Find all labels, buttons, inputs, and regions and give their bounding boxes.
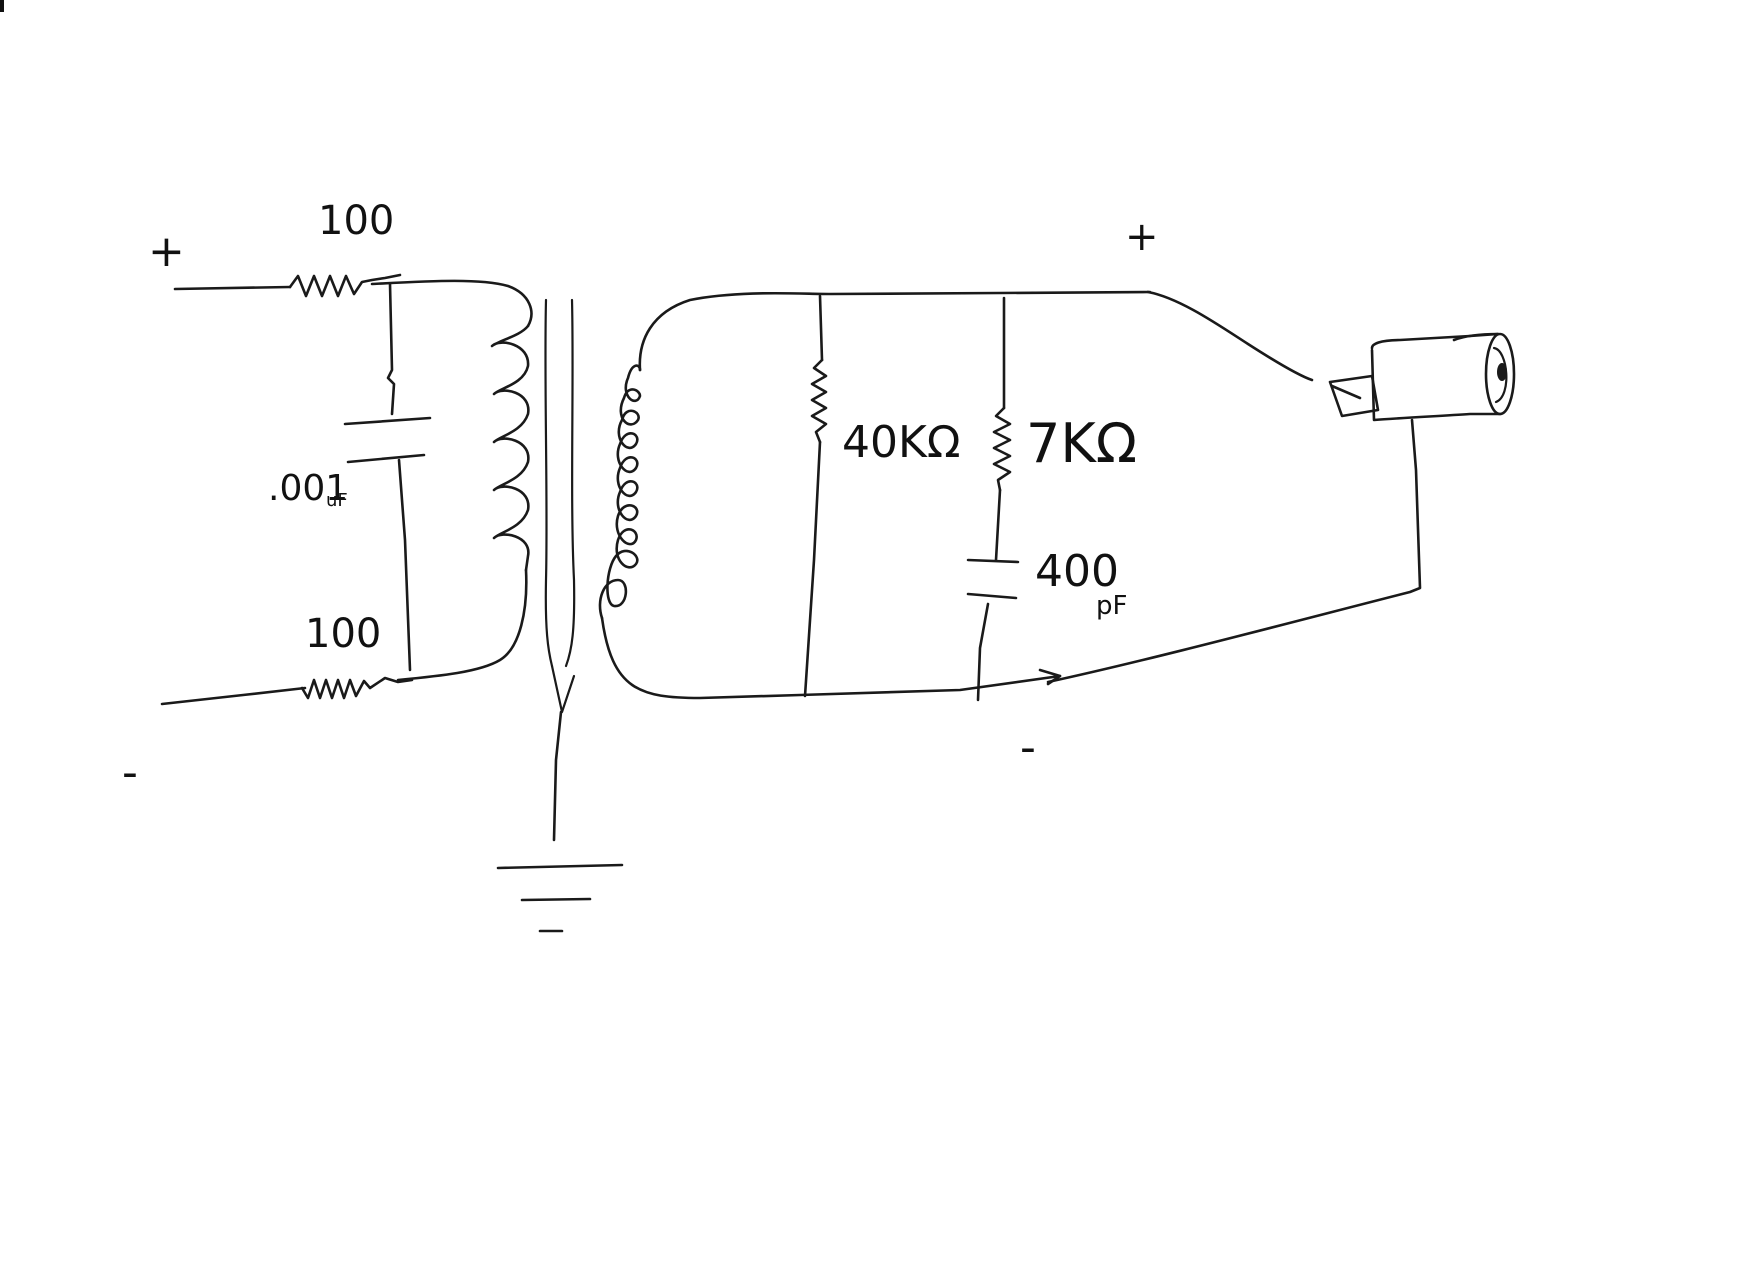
r40k-lead-top	[818, 294, 824, 362]
r40k-resistor-symbol	[810, 358, 828, 444]
input-plus-label: +	[148, 226, 185, 277]
secondary-winding	[598, 364, 642, 620]
primary-winding	[490, 324, 530, 572]
c400-unit: pF	[1096, 591, 1127, 621]
r40k-lead-bottom	[803, 440, 822, 698]
input-capacitor-unit: uF	[326, 490, 348, 511]
connector-prong	[1328, 374, 1380, 418]
output-return-wire	[1046, 418, 1422, 684]
primary-top-wire	[370, 279, 533, 328]
c400-value: 400	[1035, 546, 1119, 597]
c400-lead-bottom	[976, 602, 990, 702]
connector-body	[1370, 332, 1502, 422]
ground-lead	[552, 710, 563, 842]
cable-end-center-dot	[1497, 363, 1507, 381]
output-bottom-wire	[600, 616, 1062, 700]
input-minus-label: -	[122, 747, 138, 798]
c400-plate-top	[966, 558, 1020, 564]
r7k-label: 7KΩ	[1026, 412, 1137, 475]
r7k-lead-middle	[994, 488, 1002, 562]
primary-bottom-wire	[396, 568, 528, 682]
output-connector-wire	[1146, 290, 1314, 382]
bottom-resistor-symbol	[300, 676, 414, 700]
cable-end-inner-ring	[1492, 346, 1508, 404]
cap-branch-wire-bottom	[397, 458, 412, 672]
input-capacitor-plate-bottom	[346, 453, 426, 464]
cap-branch-wire-top	[386, 282, 396, 416]
output-connector-plug	[1328, 332, 1516, 422]
input-capacitor-value: .001	[268, 468, 348, 509]
top-resistor-symbol	[288, 273, 402, 298]
transformer-core-right	[564, 298, 576, 668]
bottom-resistor-label: 100	[305, 611, 381, 657]
top-resistor-label: 100	[318, 198, 394, 244]
output-top-wire	[638, 290, 1152, 372]
transformer-core-left	[544, 298, 554, 668]
input-bottom-wire	[160, 686, 307, 706]
transformer-core-join	[550, 664, 576, 714]
output-plus-label: +	[1125, 214, 1159, 260]
ground-bar-2	[520, 897, 592, 902]
r7k-resistor-symbol	[992, 406, 1012, 492]
cable-end-face	[1484, 332, 1516, 416]
r40k-label: 40KΩ	[842, 417, 960, 468]
scan-edge-mark	[0, 0, 4, 12]
input-top-wire	[173, 285, 292, 291]
connector-cable-top	[1452, 332, 1500, 342]
ground-bar-1	[496, 863, 624, 870]
input-capacitor-plate-top	[343, 416, 432, 426]
c400-plate-bottom	[966, 592, 1018, 600]
output-minus-label: -	[1020, 722, 1036, 773]
